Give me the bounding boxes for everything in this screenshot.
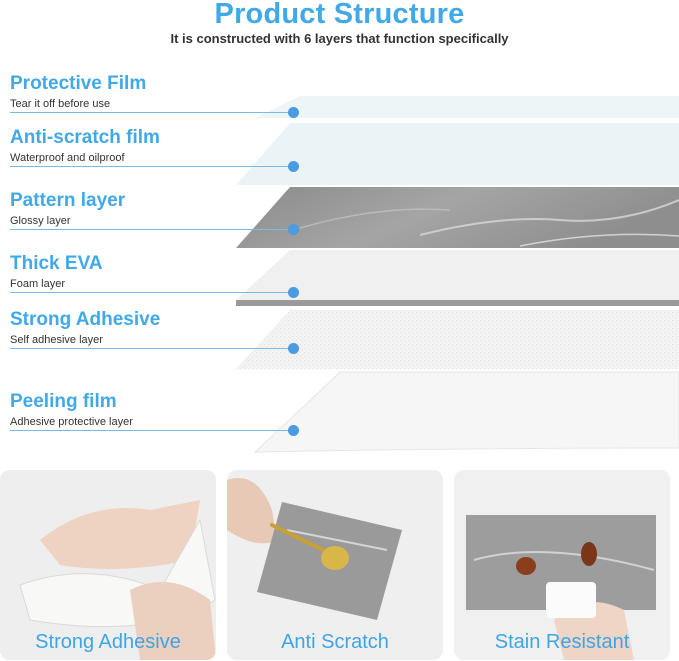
marker-dot — [288, 287, 299, 298]
layer-name: Protective Film — [10, 73, 147, 94]
page-subtitle: It is constructed with 6 layers that fun… — [170, 31, 509, 46]
anti-scratch-film-layer — [236, 123, 679, 185]
layer-description: Tear it off before use — [10, 98, 111, 110]
layer-protective-film: Protective Film Tear it off before use — [10, 73, 300, 111]
marble-vein — [473, 551, 655, 571]
marker-dot — [288, 343, 299, 354]
feature-panel-anti-scratch: Anti Scratch — [227, 470, 443, 660]
feature-label: Anti Scratch — [281, 631, 389, 653]
page-title: Product Structure — [214, 0, 465, 30]
layer-pattern: Pattern layer Glossy layer — [10, 190, 300, 228]
layer-anti-scratch-film: Anti-scratch film Waterproof and oilproo… — [10, 127, 300, 165]
layer-name: Anti-scratch film — [10, 127, 160, 148]
hand-shape — [227, 478, 277, 544]
strong-adhesive-photo — [0, 470, 216, 660]
marker-dot — [288, 425, 299, 436]
feature-panel-strong-adhesive: Strong Adhesive — [0, 470, 216, 660]
layer-description: Waterproof and oilproof — [10, 152, 125, 164]
feature-label: Stain Resistant — [494, 631, 630, 653]
layer-name: Pattern layer — [10, 190, 126, 211]
marble-vein — [299, 208, 451, 229]
anti-scratch-photo — [227, 470, 443, 660]
hand-shape — [130, 582, 216, 660]
stain-resistant-photo — [454, 470, 670, 660]
protective-film-layer — [255, 96, 679, 118]
layers-illustration — [236, 96, 679, 453]
marker-dot — [288, 224, 299, 235]
wipe-cloth — [546, 582, 596, 618]
stain-spot — [516, 557, 536, 575]
layer-description: Foam layer — [10, 278, 66, 290]
leader-line — [10, 112, 293, 113]
spoon-head — [321, 546, 349, 570]
feature-label: Strong Adhesive — [35, 631, 181, 653]
leader-line — [10, 348, 293, 349]
spoon-handle — [270, 523, 329, 554]
leader-line — [10, 292, 293, 293]
strong-adhesive-layer — [236, 310, 679, 369]
layer-peeling-film: Peeling film Adhesive protective layer — [10, 391, 300, 429]
thick-eva-edge — [236, 300, 679, 306]
layer-name: Thick EVA — [10, 253, 103, 274]
marble-vein — [519, 233, 679, 247]
layer-name: Strong Adhesive — [10, 309, 161, 330]
layer-thick-eva: Thick EVA Foam layer — [10, 253, 300, 291]
stain-spot — [581, 542, 597, 566]
layer-description: Adhesive protective layer — [10, 416, 133, 428]
layer-description: Self adhesive layer — [10, 334, 103, 346]
feature-panel-stain-resistant: Stain Resistant — [454, 470, 670, 660]
peeling-film-layer — [253, 371, 679, 453]
leader-line — [10, 430, 293, 431]
marker-dot — [288, 107, 299, 118]
thick-eva-layer — [236, 250, 679, 300]
layer-name: Peeling film — [10, 391, 117, 412]
layer-strong-adhesive: Strong Adhesive Self adhesive layer — [10, 309, 300, 347]
hand-shape — [40, 500, 200, 569]
leader-line — [10, 229, 293, 230]
marker-dot — [288, 161, 299, 172]
layer-description: Glossy layer — [10, 215, 71, 227]
leader-line — [10, 166, 293, 167]
marble-vein — [286, 529, 388, 551]
pattern-layer — [236, 187, 679, 248]
marble-vein — [419, 199, 679, 236]
